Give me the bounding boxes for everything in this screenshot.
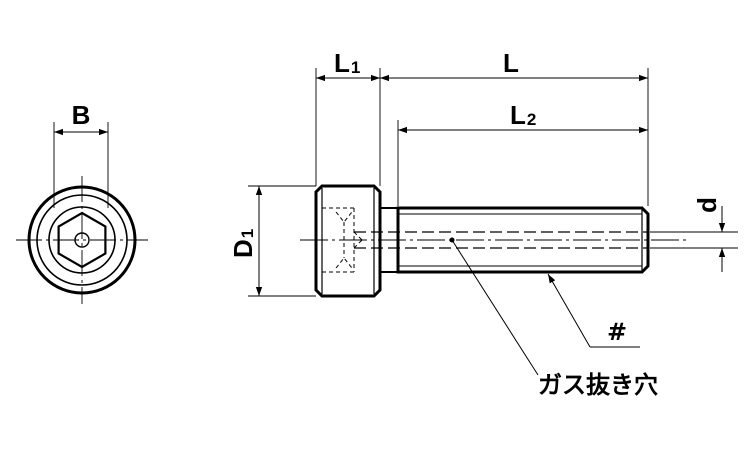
thread-leader-arrow <box>547 273 591 348</box>
l1-label: L1 <box>334 48 360 78</box>
gas-vent-leader-dot <box>449 237 455 243</box>
d-label: d <box>692 197 722 213</box>
gas-vent-leader-line <box>451 239 539 376</box>
hash-label: # <box>607 318 627 346</box>
l-label: L <box>503 48 519 78</box>
side-view: L1 L L2 D1 d # ガス抜き穴 <box>228 48 738 399</box>
end-view: B <box>16 100 148 304</box>
b-label: B <box>72 100 91 130</box>
l2-label: L2 <box>510 100 536 130</box>
gas-vent-label: ガス抜き穴 <box>538 371 658 399</box>
d1-label: D1 <box>228 229 258 258</box>
bolt-head-outline <box>314 184 382 298</box>
end-view-outer-circle <box>27 185 137 295</box>
